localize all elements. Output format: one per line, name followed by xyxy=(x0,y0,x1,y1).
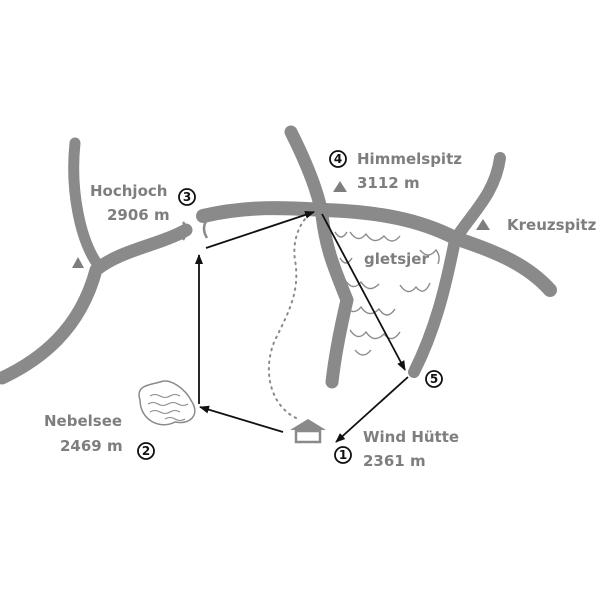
main-ridge-east xyxy=(196,201,557,297)
svg-text:4: 4 xyxy=(334,152,342,166)
waypoint-2-marker: 2 xyxy=(137,442,155,460)
main-ridge xyxy=(0,223,193,385)
waypoint-4-marker: 4 xyxy=(329,150,347,168)
wind-huette-elevation: 2361 m xyxy=(363,452,426,470)
himmelspitz-ridge xyxy=(284,125,354,389)
west-ridge xyxy=(68,137,104,271)
glacier-label: gletsjer xyxy=(364,250,429,268)
svg-text:2: 2 xyxy=(142,444,150,458)
mountain-ridges xyxy=(0,125,557,389)
waypoint-3-marker: 3 xyxy=(178,188,196,206)
himmelspitz-name: Himmelspitz xyxy=(357,150,462,168)
svg-text:1: 1 xyxy=(339,448,347,462)
glacier xyxy=(334,231,440,356)
wind-huette-name: Wind Hütte xyxy=(363,428,459,446)
svg-text:3: 3 xyxy=(183,190,191,204)
nebelsee-elevation: 2469 m xyxy=(60,437,123,455)
peak-triangle-icon xyxy=(333,181,347,192)
alternative-trail xyxy=(267,213,311,419)
kreuzspitz-label: Kreuzspitz xyxy=(507,216,597,234)
himmelspitz-elevation: 3112 m xyxy=(357,174,420,192)
waypoint-1-marker: 1 xyxy=(334,446,352,464)
peak-triangle-icon xyxy=(72,257,84,268)
hochjoch-name: Hochjoch xyxy=(90,182,167,200)
nebelsee-name: Nebelsee xyxy=(44,412,122,430)
pass-icon xyxy=(181,219,209,241)
waypoint-5-marker: 5 xyxy=(425,370,443,388)
svg-text:5: 5 xyxy=(430,372,438,386)
route-arrows xyxy=(195,211,409,443)
hut-icon xyxy=(290,419,326,444)
lake-icon xyxy=(138,380,196,426)
hochjoch-elevation: 2906 m xyxy=(107,206,170,224)
peak-triangle-icon xyxy=(476,219,490,230)
kreuzspitz-ridge xyxy=(408,152,506,378)
